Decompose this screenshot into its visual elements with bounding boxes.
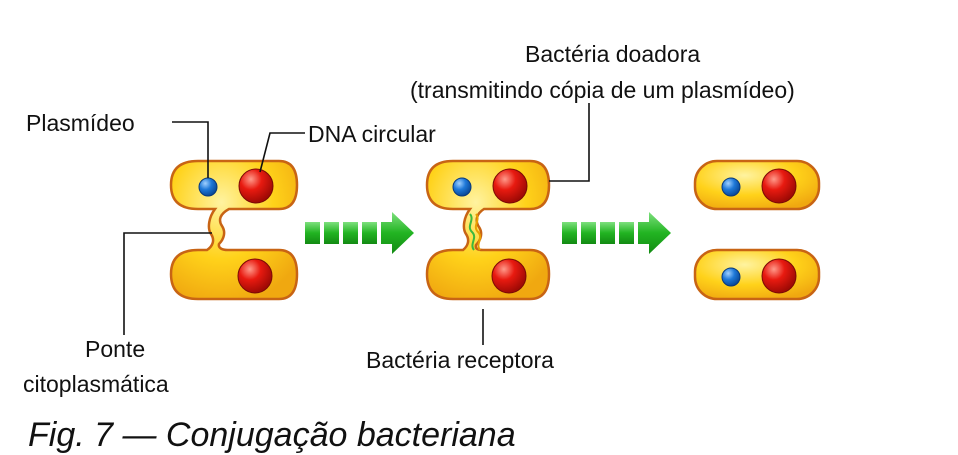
plasmid-label: Plasmídeo xyxy=(26,110,135,136)
conjugating-cells-1 xyxy=(169,159,299,301)
conjugation-diagram xyxy=(123,103,821,345)
bacterium-cell xyxy=(693,248,821,301)
circular-dna-dot xyxy=(492,168,528,204)
donor-leader xyxy=(549,103,590,182)
circular-dna-dot xyxy=(238,168,274,204)
plasmid-strand-transfer xyxy=(474,213,482,251)
donor-sublabel: (transmitindo cópia de um plasmídeo) xyxy=(410,77,795,103)
plasmid-dot xyxy=(721,267,741,287)
circular-dna-dot xyxy=(761,258,797,294)
circular-dna-leader xyxy=(259,132,305,173)
bridge-label: Ponte xyxy=(85,336,146,362)
stage-1 xyxy=(169,159,299,301)
bridge-leader xyxy=(123,232,212,335)
stage-2 xyxy=(425,159,551,301)
conjugating-cells-2 xyxy=(425,159,551,301)
plasmid-leader xyxy=(172,121,209,178)
plasmid-strand-transfer xyxy=(468,213,476,251)
figure-caption: Fig. 7 — Conjugação bacteriana xyxy=(28,416,516,454)
stage-3 xyxy=(693,159,821,301)
leader-lines xyxy=(123,103,590,345)
circular-dna-dot xyxy=(491,258,527,294)
circular-dna-dot xyxy=(237,258,273,294)
circular-dna-label: DNA circular xyxy=(308,121,436,147)
recipient-label: Bactéria receptora xyxy=(366,347,554,373)
plasmid-dot xyxy=(198,177,218,197)
process-arrow-1 xyxy=(305,212,414,254)
plasmid-dot xyxy=(452,177,472,197)
circular-dna-dot xyxy=(761,168,797,204)
process-arrow-2 xyxy=(562,212,671,254)
bridge-sublabel: citoplasmática xyxy=(23,371,169,397)
plasmid-dot xyxy=(721,177,741,197)
bacterium-cell xyxy=(693,159,821,211)
donor-label: Bactéria doadora xyxy=(525,41,701,67)
